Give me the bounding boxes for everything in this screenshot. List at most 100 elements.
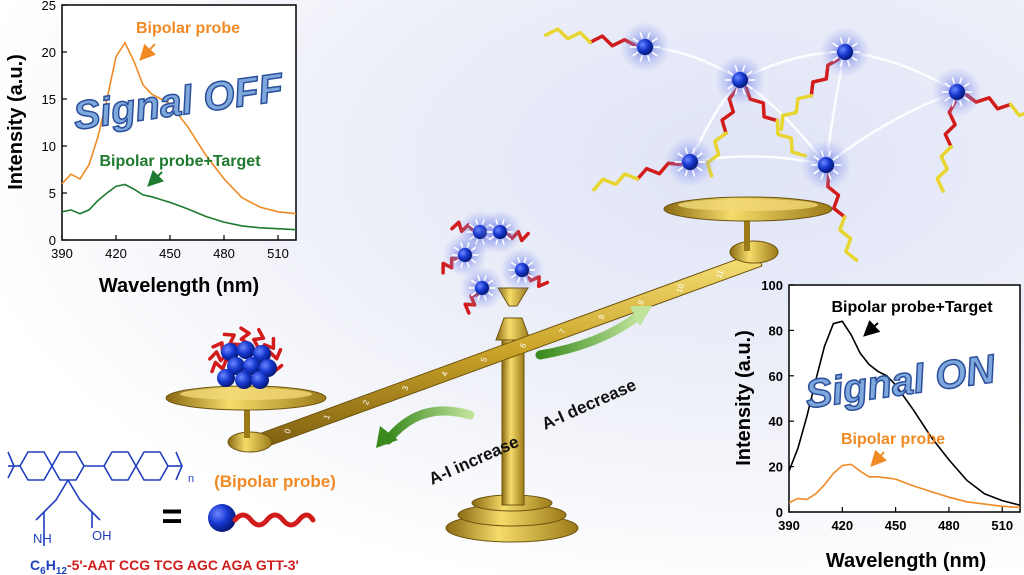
arrow-ai-increase: [383, 406, 475, 445]
x-tick-label: 450: [159, 246, 181, 261]
network-probe-ball-ray: [727, 70, 734, 76]
y-tick-label: 40: [769, 414, 783, 429]
dispersing-probe-ball-ray: [505, 235, 512, 241]
polymer-structure: [7, 451, 183, 546]
network-probe-ball-ray: [734, 88, 739, 95]
bracket-right: [175, 451, 183, 481]
dispersing-probes: [441, 209, 550, 315]
ruler-tick-label: 9: [636, 299, 646, 307]
target-bound-network: [543, 21, 1024, 263]
network-probe-ball-ray: [741, 88, 746, 95]
chart-off-ylabel: Intensity (a.u.): [5, 54, 27, 190]
benzene-ring: [19, 451, 53, 481]
dispersing-probe-ball-ray: [523, 257, 527, 263]
balance-pillar: [501, 334, 525, 506]
series-line-2: [61, 183, 297, 231]
ruler-tick-label: 1: [322, 413, 332, 421]
left-pan-stem: [244, 404, 250, 438]
network-probe-ball-ray: [646, 32, 651, 39]
network-probe-ball: [732, 72, 748, 88]
dispersing-probe-ball: [493, 225, 507, 239]
network-probe-ball-ray: [651, 51, 658, 57]
network-probe-ball-ray: [696, 166, 703, 172]
dispersing-probe-ball-ray: [505, 223, 512, 229]
network-probe-ball-ray: [684, 147, 689, 154]
chart-on-ylabel: Intensity (a.u.): [733, 330, 755, 466]
network-probe-ball-ray: [691, 147, 696, 154]
seq-dna: -5'-AAT CCG TCG AGC AGA GTT-3': [67, 557, 299, 573]
arrow-head-increase: [376, 426, 398, 448]
x-tick-label: 390: [778, 518, 800, 533]
network-probe-ball-ray: [727, 84, 734, 90]
network-probe-ball-ray: [851, 42, 858, 48]
network-probe-ball-ray: [963, 96, 970, 102]
network-probe-ball-ray: [813, 169, 820, 175]
ruler-tick-label: 7: [558, 327, 568, 335]
network-probe-ball-ray: [832, 155, 839, 161]
dispersing-probe-ball: [515, 263, 529, 277]
chart-on-label-black: Bipolar probe+Target: [831, 299, 993, 316]
seq-c: C: [30, 557, 40, 573]
dispersing-probe-ball-ray: [501, 239, 505, 245]
y-tick-label: 10: [42, 139, 56, 154]
network-probe-ball: [682, 154, 698, 170]
probe-icon-ball: [208, 504, 236, 532]
equals-sign: =: [161, 495, 182, 536]
aggregate-ball: [217, 369, 235, 387]
seq-sub2: 12: [56, 566, 68, 575]
aggregate-ball: [237, 341, 255, 359]
ruler-tick-label: 5: [479, 356, 489, 364]
network-probe-ball-ray: [820, 150, 825, 157]
dispersing-probe-ball-ray: [460, 262, 464, 268]
x-tick-label: 480: [938, 518, 960, 533]
network-probe-ball-ray: [846, 37, 851, 44]
dispersing-probe-ball-ray: [453, 258, 460, 264]
network-probe-ball: [818, 157, 834, 173]
dispersing-probe-ball-ray: [477, 275, 481, 281]
network-probe-ball-ray: [846, 60, 851, 67]
network-probe-ball-ray: [963, 82, 970, 88]
network-probe-ball-ray: [746, 70, 753, 76]
ruler-tick-label: 3: [400, 384, 410, 392]
network-probe-ball-ray: [734, 65, 739, 72]
network-probe-ball-ray: [951, 100, 956, 107]
probe-sequence: C6H12-5'-AAT CCG TCG AGC AGA GTT-3': [30, 557, 299, 575]
network-probe-ball-ray: [832, 56, 839, 62]
dispersing-probe-ball-ray: [477, 295, 481, 301]
network-probe-ball-ray: [696, 152, 703, 158]
x-tick-label: 510: [991, 518, 1013, 533]
y-tick-label: 100: [761, 278, 783, 293]
side-chain-left: [43, 479, 69, 528]
chart-on-arrow-black: [863, 319, 881, 337]
ruler-tick-label: 4: [440, 370, 450, 378]
aggregate-ball: [221, 343, 239, 361]
aggregate-ball: [251, 371, 269, 389]
dispersing-probe-ball-ray: [460, 242, 464, 248]
dispersing-probe-ball-ray: [527, 273, 534, 279]
series-line-1: [61, 40, 297, 215]
dispersing-probe-ball-ray: [470, 246, 477, 252]
arrow-ai-decrease: [535, 311, 643, 360]
network-probe-ball-ray: [827, 173, 832, 180]
dispersing-probe-ball-ray: [488, 235, 495, 241]
benzene-ring: [135, 451, 169, 481]
network-probe-ball-ray: [827, 150, 832, 157]
network-probe-ball-ray: [684, 170, 689, 177]
probe-label: (Bipolar probe): [214, 472, 336, 491]
x-tick-label: 450: [885, 518, 907, 533]
chart-on-arrow-orange: [870, 449, 888, 467]
network-dna-duplex-target: [1008, 102, 1024, 118]
network-probe-ball-ray: [677, 166, 684, 172]
y-tick-label: 15: [42, 92, 56, 107]
dispersing-probe-ball-ray: [527, 261, 534, 267]
dispersing-probe-ball-ray: [470, 279, 477, 285]
ruler-tick-label: 11: [714, 268, 725, 279]
dispersing-probe-ball-ray: [495, 219, 499, 225]
network-probe-ball: [949, 84, 965, 100]
network-probe-ball-ray: [691, 170, 696, 177]
dispersing-probe-ball-ray: [483, 275, 487, 281]
